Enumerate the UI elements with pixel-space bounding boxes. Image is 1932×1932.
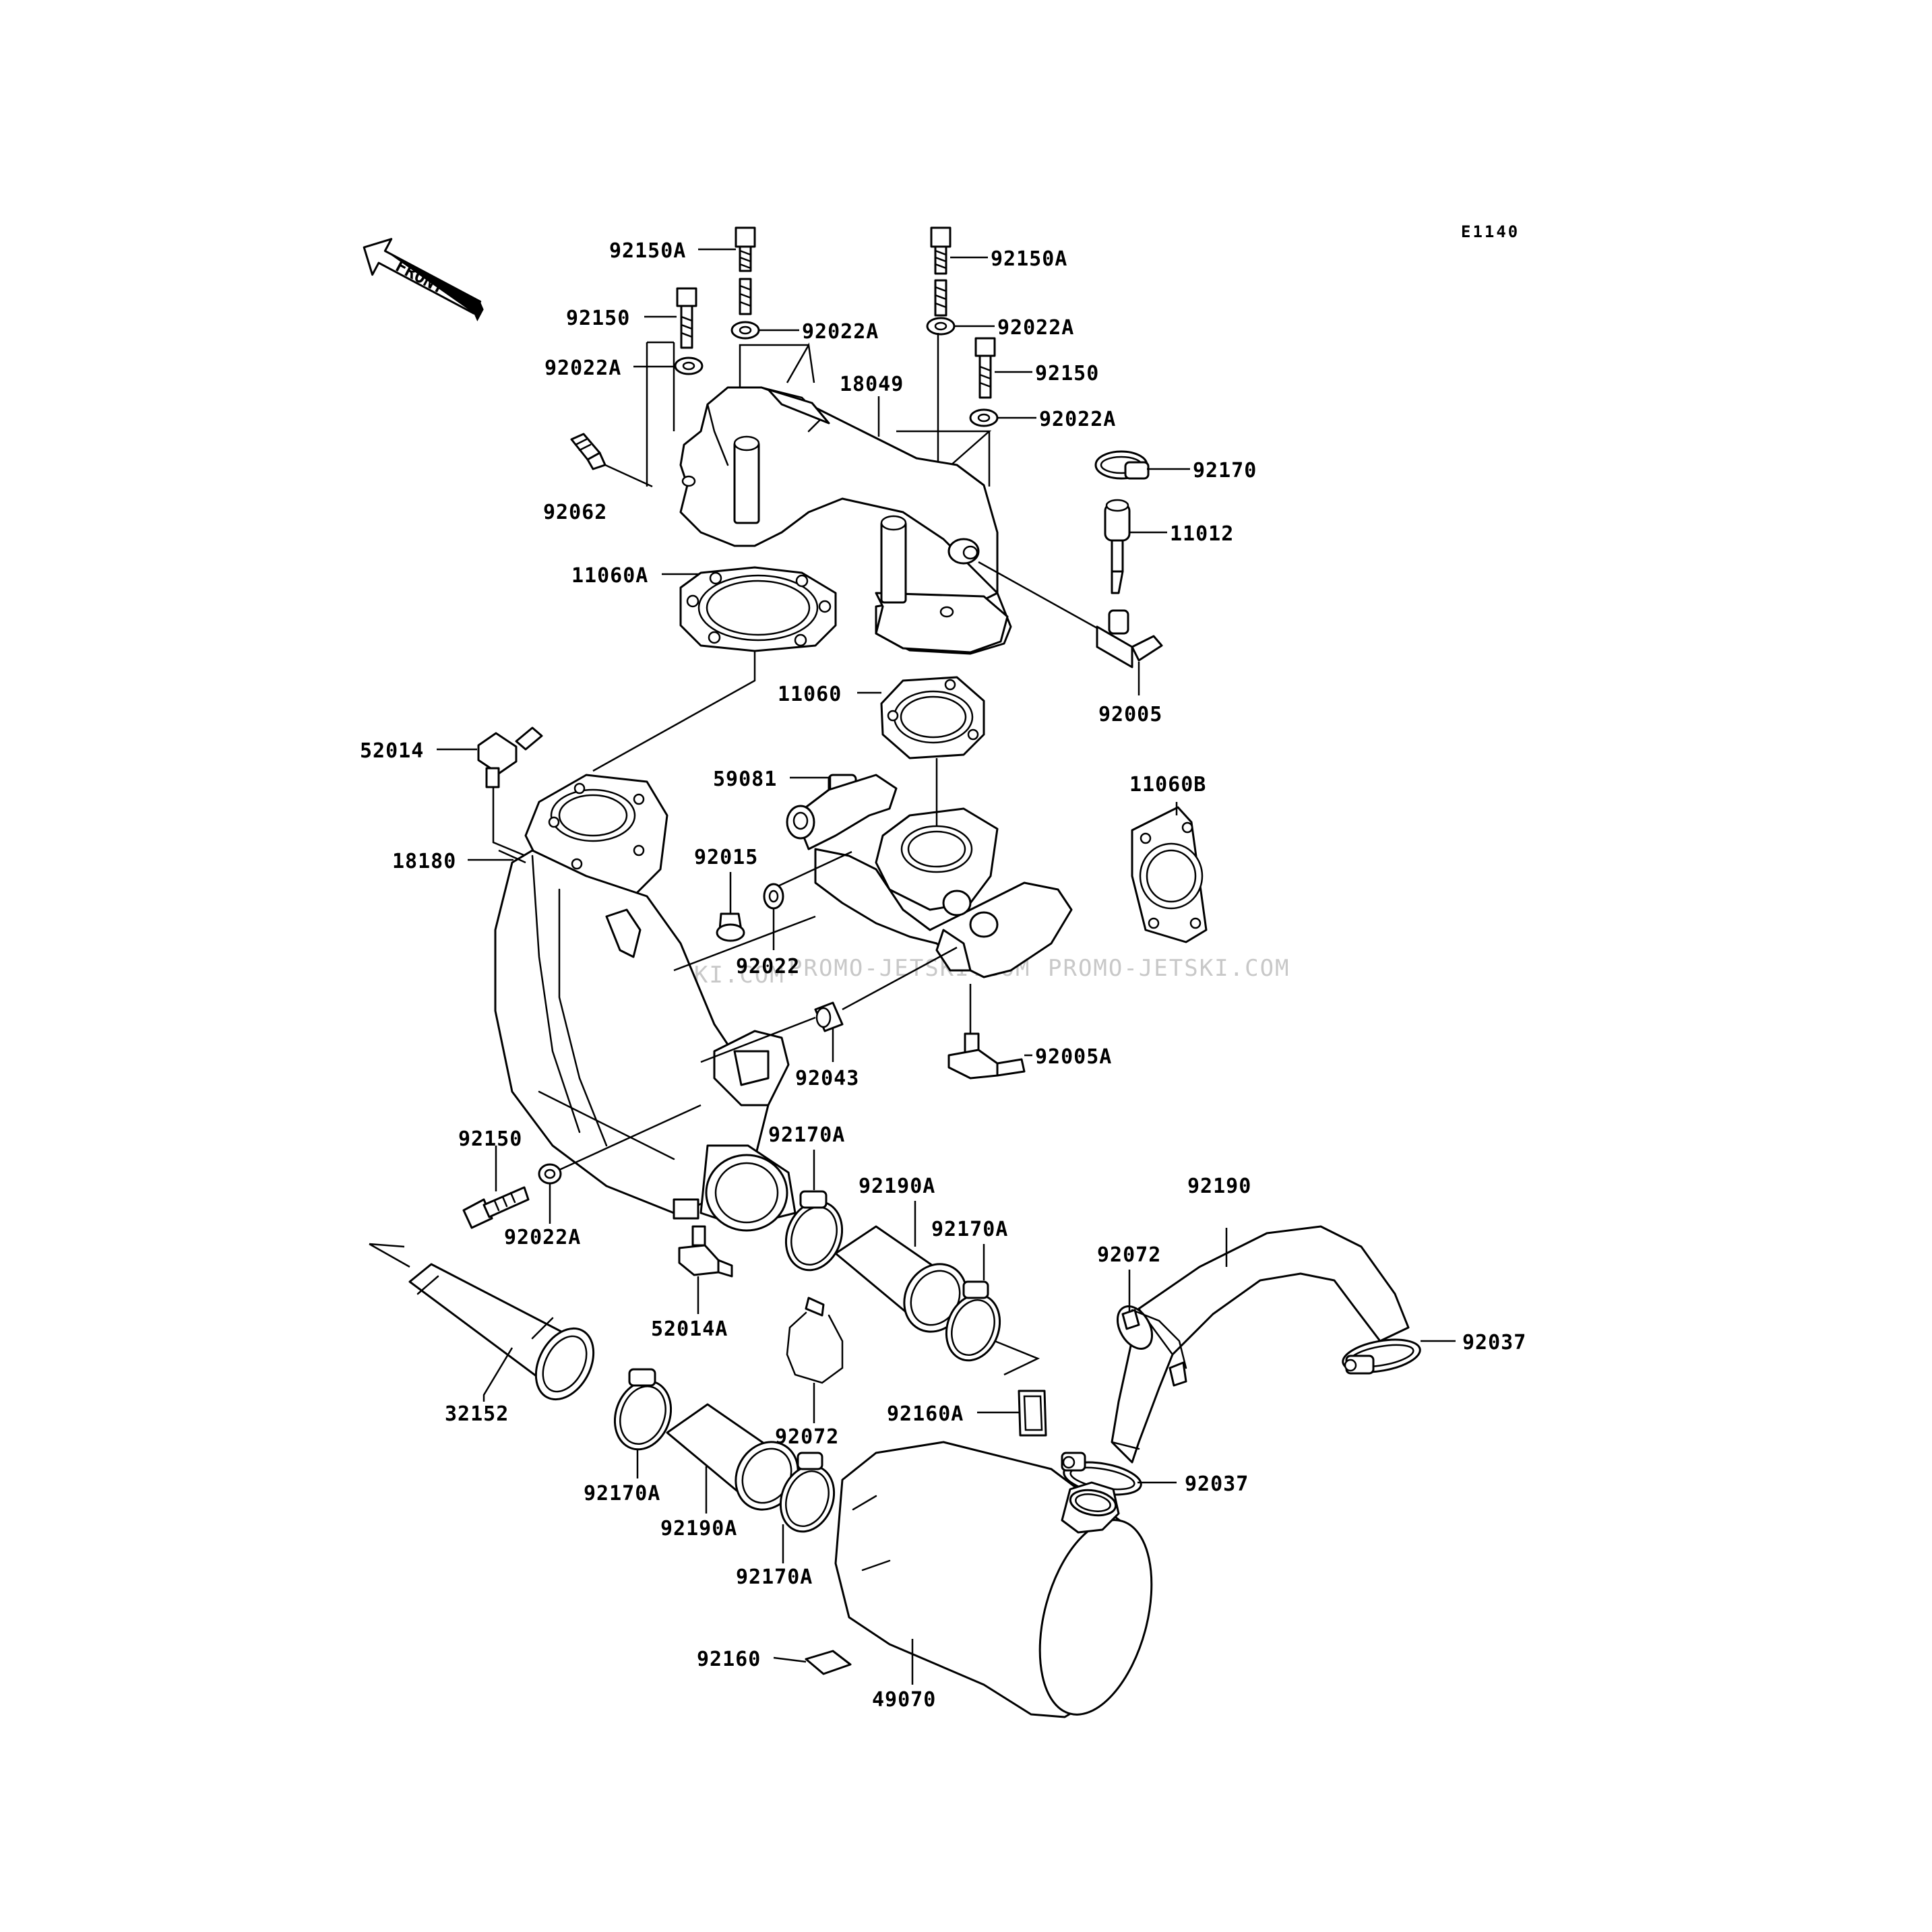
label-92062: 92062 [543,501,607,524]
label-92022A-5: 92022A [504,1226,581,1249]
gasket-11060 [880,676,985,759]
label-92150-top-left: 92150 [566,307,630,330]
fitting-92005A [947,1032,1026,1080]
pipe-32152 [408,1263,595,1401]
label-92022A-3: 92022A [544,356,621,380]
label-52014: 52014 [360,739,424,763]
label-92170A-1: 92170A [768,1123,845,1147]
label-92150-top-right: 92150 [1035,362,1099,385]
clamp-92037-right [1342,1338,1421,1375]
label-92150-bottom: 92150 [458,1127,522,1151]
label-92190A-2: 92190A [660,1517,737,1540]
strap-92072-bottom [786,1297,844,1384]
expansion-chamber-18180 [494,774,797,1232]
label-92150A-right: 92150A [991,247,1067,271]
bolt-92150-top-left [676,287,697,349]
label-92160: 92160 [697,1648,761,1671]
label-49070: 49070 [872,1688,936,1712]
strap-92072-right [1121,1309,1187,1369]
label-18180: 18180 [392,850,456,873]
label-92170A-4: 92170A [736,1565,813,1589]
label-11012: 11012 [1170,522,1234,546]
label-92072-right: 92072 [1097,1243,1161,1267]
fitting-52014A [678,1225,733,1278]
clamp-92170 [1094,450,1150,480]
label-92015: 92015 [694,846,758,869]
exhaust-manifold-18049 [679,386,1012,655]
front-arrow-icon: FRONT [363,238,484,321]
label-92022A-4: 92022A [1039,408,1116,431]
clamp-92170A-1 [784,1190,844,1272]
cap-92015 [716,912,745,942]
label-92190: 92190 [1187,1175,1251,1198]
label-92005: 92005 [1098,703,1162,726]
label-18049: 18049 [840,373,904,396]
gasket-11060B [1131,806,1208,943]
label-92072-bottom: 92072 [775,1425,839,1449]
label-92043: 92043 [795,1067,859,1090]
bolt-92150-bottom [462,1186,530,1229]
pad-92160 [805,1650,852,1675]
label-92005A: 92005A [1035,1045,1112,1069]
sensor-11012 [1104,499,1131,594]
label-92170: 92170 [1193,459,1257,482]
clamp-92170A-3 [613,1368,673,1451]
bolt-92150A-left [735,226,756,315]
diagram-code: E1140 [1461,222,1520,241]
fitting-92005 [1096,609,1163,668]
label-92037-right: 92037 [1462,1331,1526,1354]
label-92160A: 92160A [887,1402,964,1426]
plug-92062 [570,433,606,470]
clamp-92170A-4 [779,1452,836,1533]
front-label: FRONT [392,256,448,299]
label-92037-bottom: 92037 [1185,1472,1249,1496]
watermark-3: PROMO-JETSKI.COM [1048,955,1290,982]
label-92022: 92022 [736,955,800,978]
label-92022A-2: 92022A [997,316,1074,340]
label-11060A: 11060A [571,564,648,588]
pad-92160A [1018,1390,1047,1437]
label-92170A-2: 92170A [931,1218,1008,1241]
clamp-92170A-2 [945,1280,1001,1362]
bolt-92150A-right [930,226,952,317]
label-11060B: 11060B [1129,773,1206,797]
fitting-52014 [477,726,543,788]
label-92170A-3: 92170A [584,1482,660,1505]
hose-92190 [1111,1225,1410,1464]
label-92022A-1: 92022A [802,320,879,344]
label-92190A-1: 92190A [859,1175,935,1198]
label-52014A: 52014A [651,1317,728,1341]
water-jacket-59081-body [786,774,1073,978]
label-59081: 59081 [713,768,777,791]
bolt-92150-top-right [974,337,996,399]
gasket-11060A [679,566,837,652]
collar-92043 [814,1001,844,1032]
label-32152: 32152 [445,1402,509,1426]
label-11060: 11060 [778,683,842,706]
label-92150A-left: 92150A [609,239,686,263]
